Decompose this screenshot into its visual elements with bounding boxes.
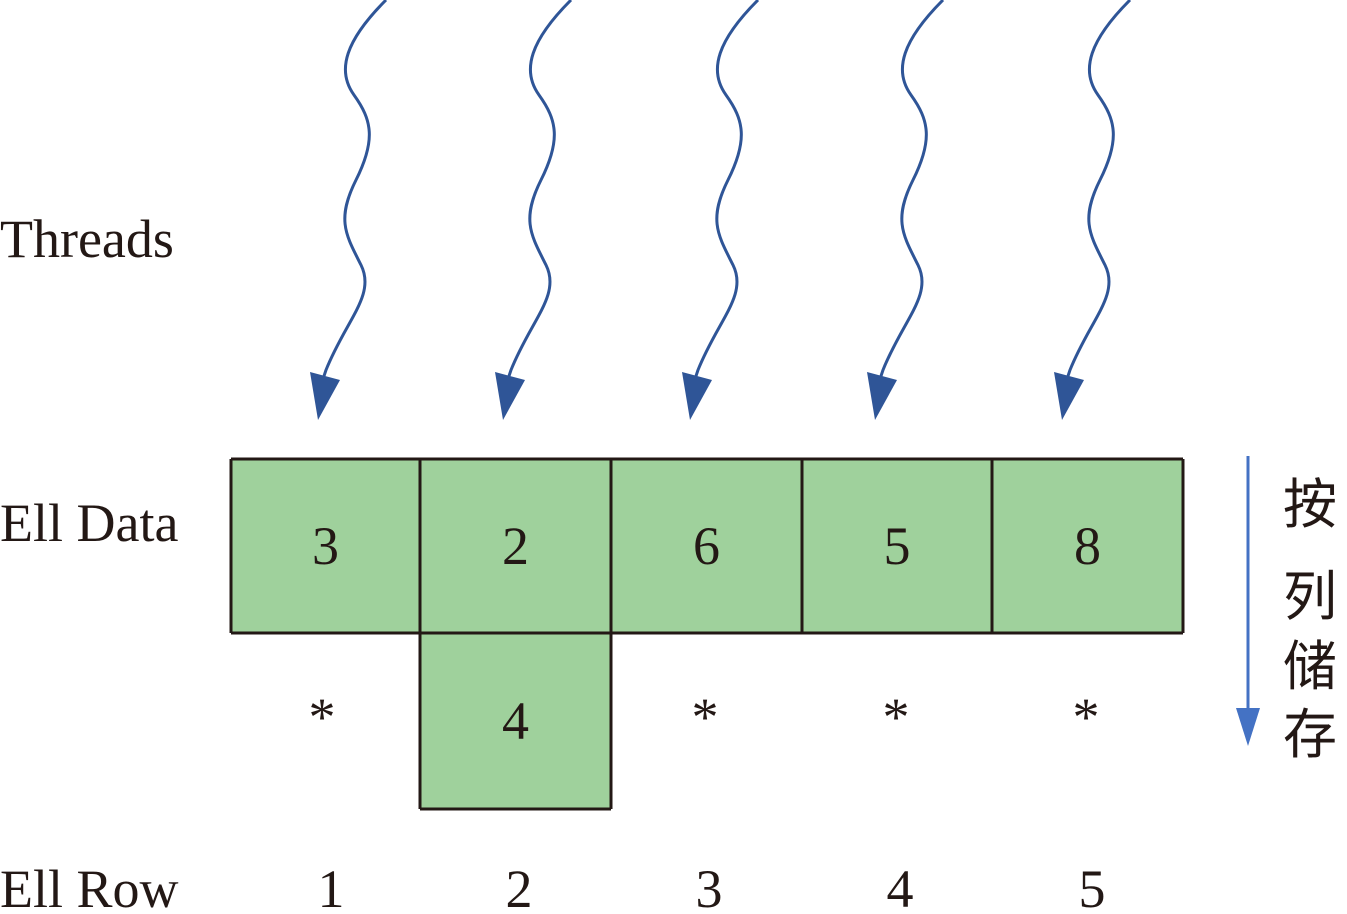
empty-slot-marker: * xyxy=(308,687,336,747)
ell-row-number: 1 xyxy=(317,859,345,914)
wavy-arrow-icon xyxy=(505,0,573,383)
storage-note-char: 存 xyxy=(1283,703,1337,766)
wavy-arrow-icon xyxy=(320,0,388,383)
arrow-head-icon xyxy=(310,372,340,420)
ell-data-label: Ell Data xyxy=(0,493,179,553)
storage-note-char: 按 xyxy=(1283,473,1337,536)
wavy-arrow-icon xyxy=(877,0,945,383)
ell-row-number: 3 xyxy=(695,859,723,914)
cell-value: 5 xyxy=(883,516,911,576)
storage-note-char: 列 xyxy=(1283,565,1337,628)
arrow-down-icon xyxy=(1236,456,1260,746)
empty-slot-marker: * xyxy=(691,687,719,747)
threads-label: Threads xyxy=(0,209,174,269)
arrow-head-icon xyxy=(1054,372,1084,420)
thread-arrows xyxy=(310,0,1132,420)
cell-value: 3 xyxy=(312,516,339,576)
ell-data-cell: 2 xyxy=(420,459,611,633)
ell-data-cell: 3 xyxy=(231,459,420,633)
wavy-arrow-icon xyxy=(1064,0,1132,383)
ell-data-cell: 5 xyxy=(802,459,992,633)
ell-data-cell: 4 xyxy=(420,633,611,809)
empty-slot-marker: * xyxy=(1072,687,1100,747)
ell-row-label: Ell Row xyxy=(0,859,179,914)
cell-value: 8 xyxy=(1074,516,1101,576)
cell-value: 4 xyxy=(502,691,529,751)
arrow-head-icon xyxy=(682,372,712,420)
ell-row-number: 5 xyxy=(1078,859,1106,914)
storage-note-char: 储 xyxy=(1283,635,1337,698)
empty-slot-marker: * xyxy=(882,687,910,747)
cell-value: 6 xyxy=(693,516,720,576)
arrow-head-icon xyxy=(867,372,897,420)
ell-row-number: 2 xyxy=(505,859,533,914)
wavy-arrow-icon xyxy=(692,0,760,383)
ell-data-cell: 8 xyxy=(992,459,1183,633)
ell-row-number: 4 xyxy=(886,859,914,914)
arrow-head-icon xyxy=(495,372,525,420)
ell-data-cell: 6 xyxy=(611,459,802,633)
cell-value: 2 xyxy=(502,516,529,576)
